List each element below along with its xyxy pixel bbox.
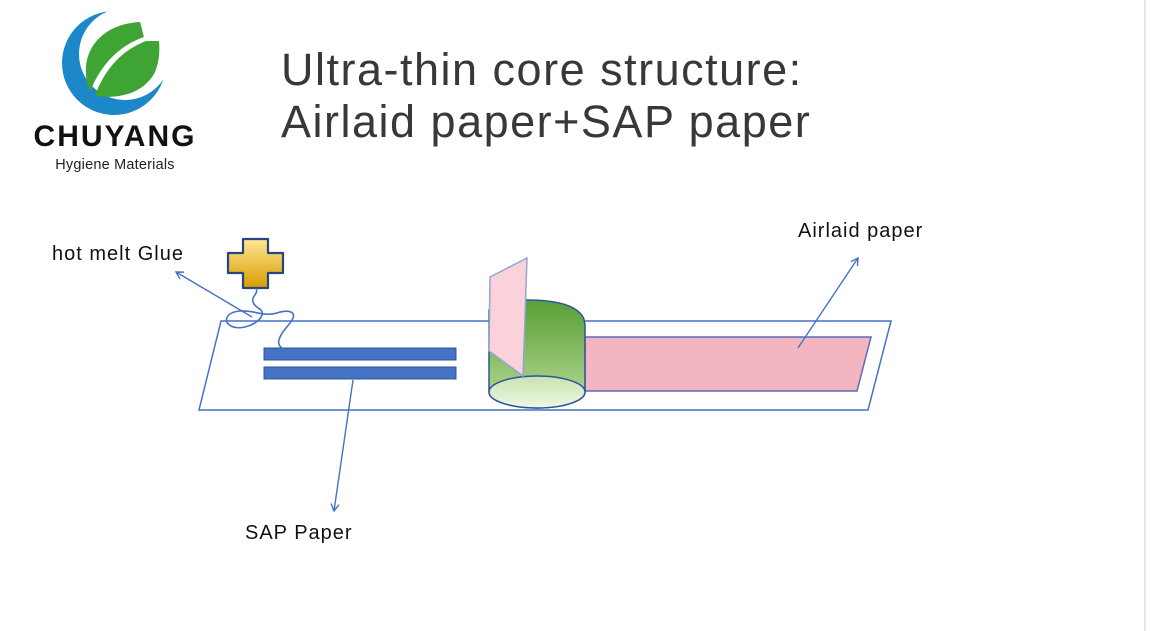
logo-mark: [62, 10, 168, 115]
airlaid-roll-face: [488, 375, 586, 409]
logo-tagline: Hygiene Materials: [55, 157, 175, 173]
title-line-1: Ultra-thin core structure:: [281, 44, 803, 95]
logo-leaf-lower: [95, 41, 160, 97]
glue-cross-icon: [226, 237, 285, 290]
label-airlaid-paper: Airlaid paper: [798, 220, 924, 242]
logo-leaf-upper: [85, 22, 144, 92]
company-logo: CHUYANG Hygiene Materials: [20, 10, 210, 173]
title-line-2: Airlaid paper+SAP paper: [281, 96, 812, 147]
arrow-hot-melt-glue: [174, 271, 253, 318]
glue-squiggle: [225, 287, 295, 352]
slide-title: Ultra-thin core structure: Airlaid paper…: [281, 44, 1001, 148]
arrow-airlaid-paper: [797, 256, 859, 349]
sap-strip-1: [263, 347, 457, 361]
airlaid-sheet-vertical: [488, 256, 528, 378]
slide-right-edge: [1144, 0, 1146, 631]
arrow-sap-paper: [330, 379, 354, 513]
label-sap-paper: SAP Paper: [245, 522, 353, 544]
label-hot-melt-glue: hot melt Glue: [52, 243, 184, 265]
airlaid-strip: [584, 336, 872, 392]
logo-company-name: CHUYANG: [33, 120, 197, 153]
sap-strip-2: [263, 366, 457, 380]
